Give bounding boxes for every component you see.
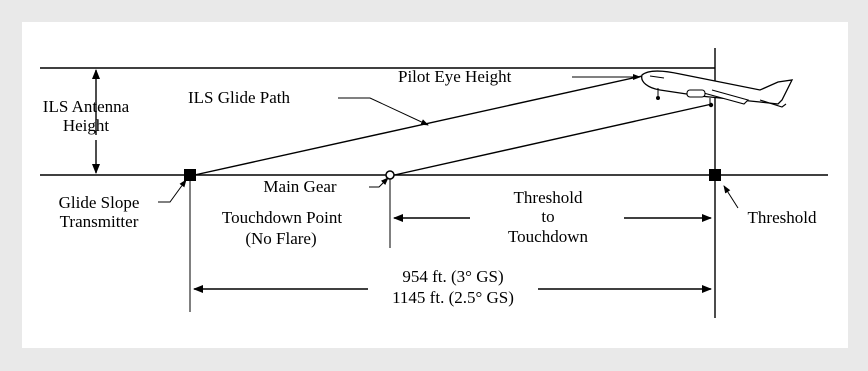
distance-2-5deg-label: 1145 ft. (2.5° GS) [392,288,514,307]
figure-panel [22,22,848,348]
main-gear-label-line3: (No Flare) [245,229,316,248]
glide-slope-label-line2: Transmitter [60,212,139,231]
threshold-to-touchdown-line1: Threshold [514,188,583,207]
main-gear-label-line2: Touchdown Point [222,208,342,227]
distance-3deg-label: 954 ft. (3° GS) [402,267,503,286]
main-gear-leader [369,177,389,188]
ils-antenna-label-line1: ILS Antenna [43,97,130,116]
pilot-eye-label: Pilot Eye Height [398,67,512,86]
glide-slope-label-line1: Glide Slope [59,193,140,212]
touchdown-point-marker [385,170,395,180]
ils-glide-path-line [189,75,643,177]
threshold-to-touchdown-line2: to [541,207,554,226]
threshold-leader [723,185,739,209]
airplane-icon [641,70,794,108]
main-gear-path-line [389,103,713,177]
glide-slope-transmitter-marker [184,169,196,181]
glide-path-label: ILS Glide Path [188,88,290,107]
ils-antenna-label-line2: Height [63,116,110,135]
threshold-label: Threshold [748,208,817,227]
threshold-marker [709,169,721,181]
glide-path-leader [338,97,429,126]
transmitter-leader [158,179,187,203]
threshold-to-touchdown-line3: Touchdown [508,227,589,246]
main-gear-label-line1: Main Gear [263,177,337,196]
